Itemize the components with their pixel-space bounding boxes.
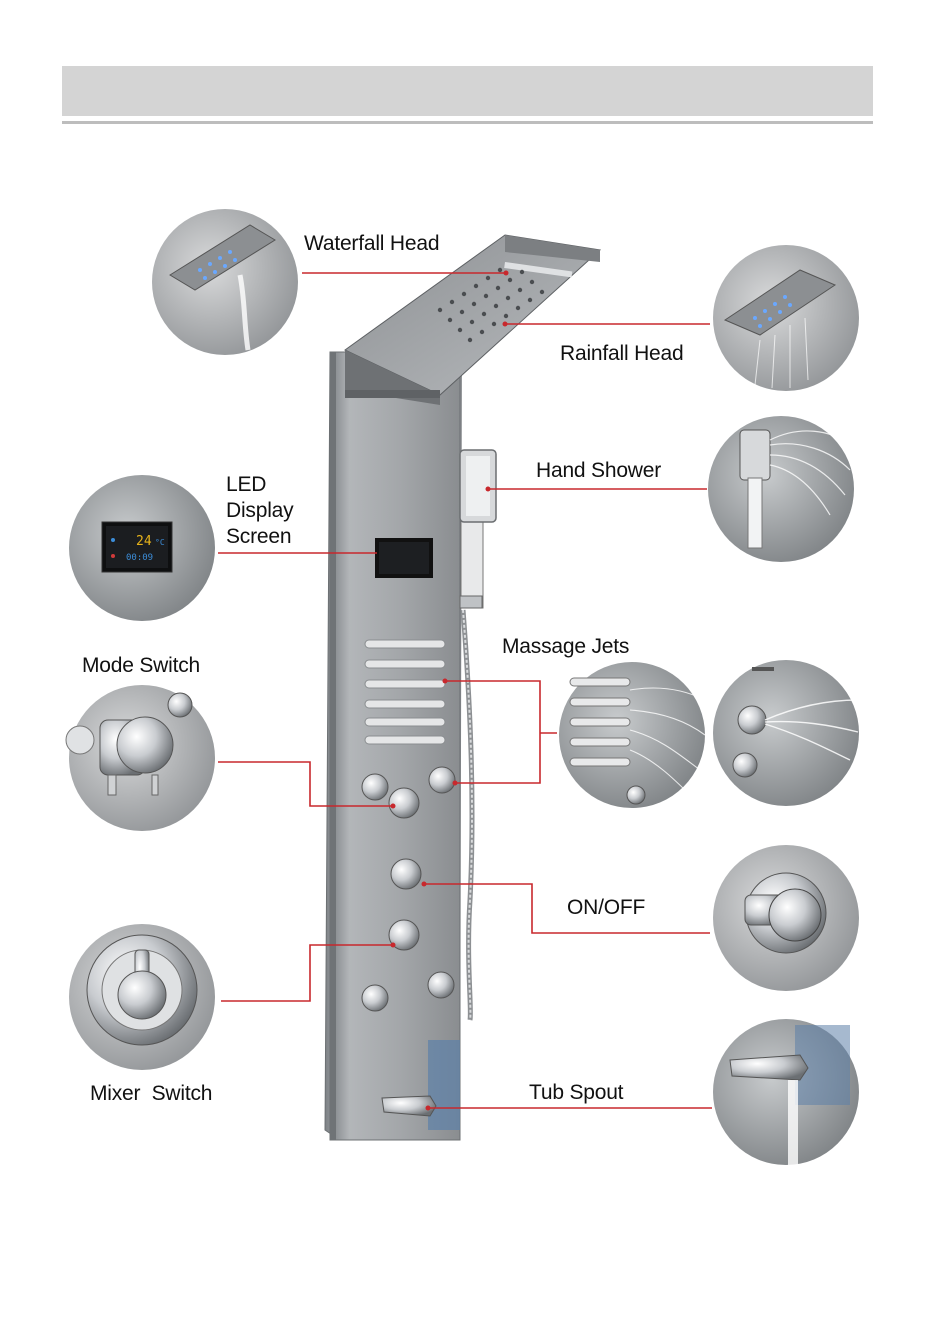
- hand-shower-detail-photo: [708, 416, 854, 562]
- on-off-detail-photo: [713, 845, 859, 991]
- led-time: 00:09: [126, 553, 153, 563]
- body-jet-detail-photo: [713, 660, 859, 806]
- panel-sticker: [428, 1040, 460, 1130]
- label-led-line1: LED: [226, 472, 266, 498]
- label-mode-switch: Mode Switch: [82, 653, 200, 679]
- label-on-off: ON/OFF: [567, 895, 645, 921]
- led-temperature: 24: [136, 534, 152, 549]
- led-display-icon: [375, 538, 433, 578]
- label-rainfall-head: Rainfall Head: [560, 341, 683, 367]
- tub-spout-detail-photo: [713, 1019, 859, 1165]
- mode-switch-detail-photo: [66, 685, 215, 831]
- label-led-line3: Screen: [226, 524, 291, 550]
- label-led-line2: Display: [226, 498, 293, 524]
- massage-jets-detail-photo: [559, 662, 705, 808]
- mixer-switch-detail-photo: [69, 924, 215, 1070]
- rainfall-detail-photo: [713, 245, 859, 391]
- label-tub-spout: Tub Spout: [529, 1080, 623, 1106]
- waterfall-detail-photo: [152, 209, 298, 355]
- label-massage-jets: Massage Jets: [502, 634, 629, 660]
- label-waterfall-head: Waterfall Head: [304, 231, 439, 257]
- hand-shower-icon: [460, 450, 496, 1020]
- shower-panel: [325, 352, 462, 1140]
- label-hand-shower: Hand Shower: [536, 458, 661, 484]
- label-mixer-switch: Mixer Switch: [90, 1081, 212, 1107]
- led-detail-photo: 24 °C 00:09: [69, 475, 215, 621]
- led-unit: °C: [155, 538, 165, 547]
